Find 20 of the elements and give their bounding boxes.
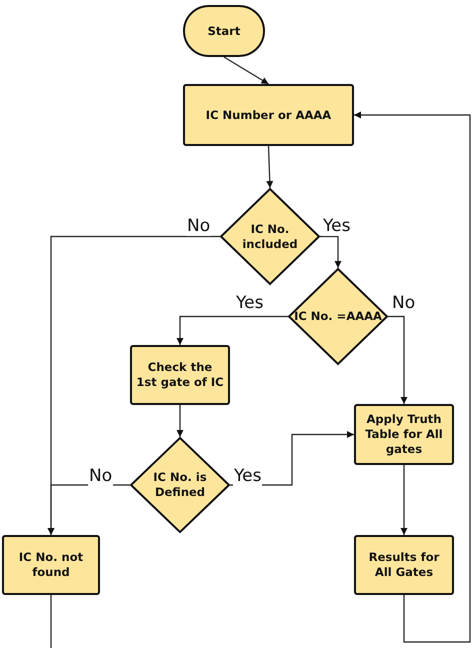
process-box: Apply Truth Table for All gates (354, 404, 454, 465)
arrow (176, 316, 288, 345)
arrow (176, 405, 184, 437)
arrow (224, 56, 269, 85)
process-box: IC No. not found (2, 535, 100, 595)
start-terminal: Start (183, 5, 265, 57)
arrow (388, 316, 408, 404)
arrow (266, 146, 274, 188)
process-box: Check the 1st gate of IC (130, 345, 230, 405)
connector-line (50, 595, 52, 648)
decision-diamond: IC No. =AAAA (288, 268, 388, 365)
arrow (400, 465, 408, 535)
arrow (320, 236, 342, 268)
process-box: IC Number or AAAA (183, 84, 354, 146)
process-box: Results for All Gates (354, 535, 454, 595)
arrow (354, 112, 471, 643)
edge-label: No (88, 467, 114, 486)
edge-label: Yes (233, 467, 262, 486)
decision-diamond: IC No. is Defined (130, 437, 230, 533)
decision-diamond: IC No. included (220, 188, 320, 285)
